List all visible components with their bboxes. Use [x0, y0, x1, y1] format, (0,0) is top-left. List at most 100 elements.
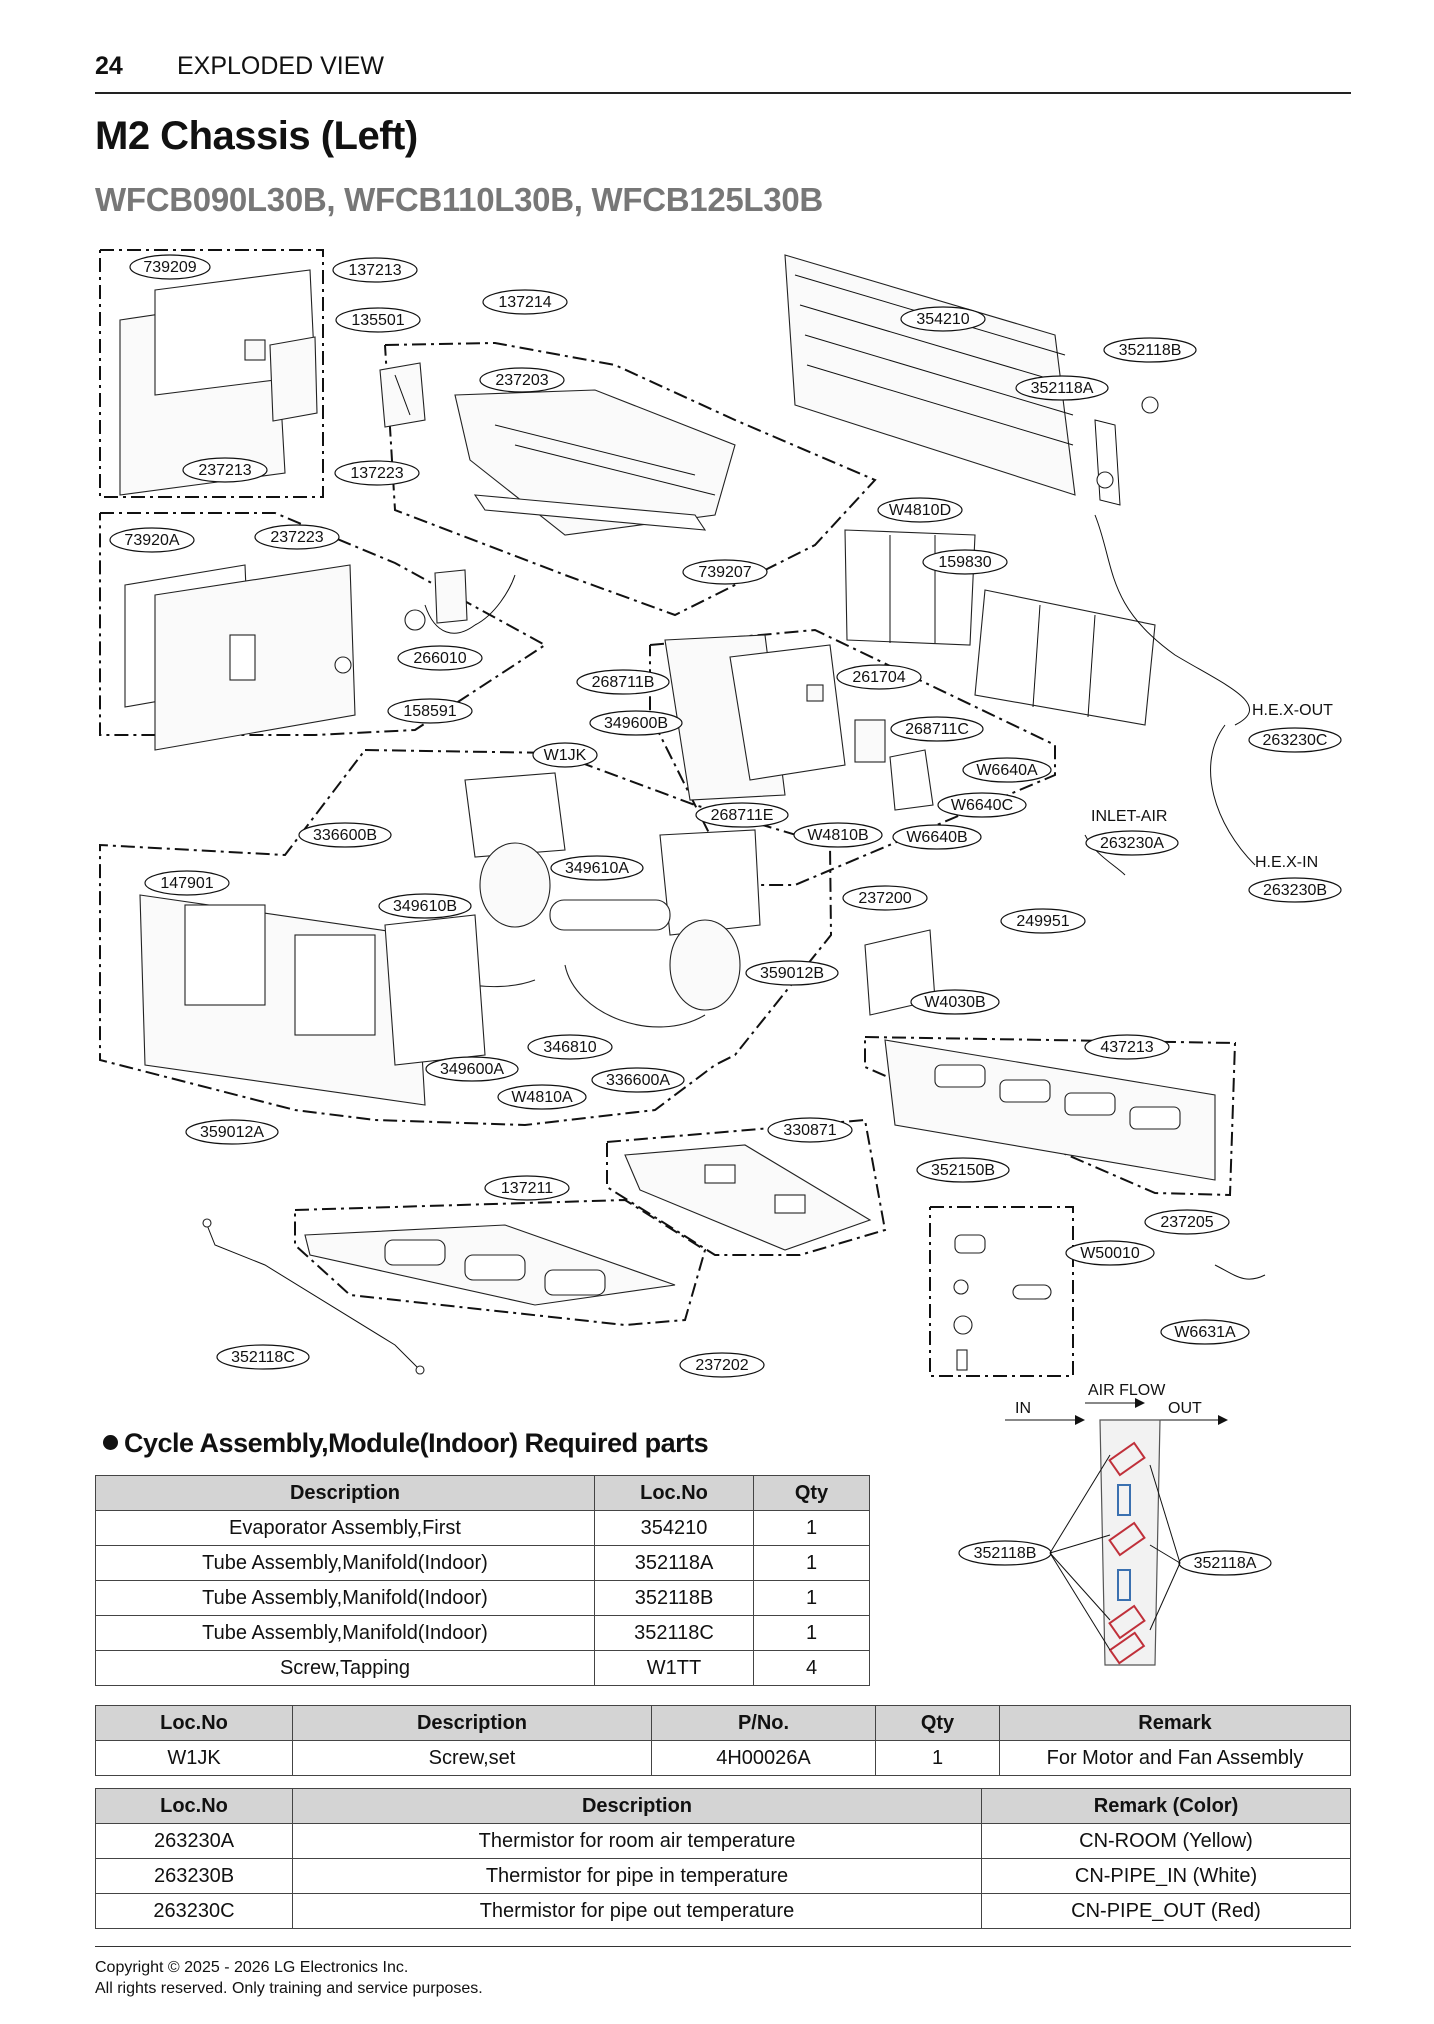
- part-label: 352118A: [1015, 375, 1109, 401]
- group-outline: [294, 1198, 707, 1327]
- part-label: 268711B: [576, 669, 670, 695]
- part-label: 349610A: [550, 855, 644, 881]
- part-label: W6640C: [937, 792, 1027, 818]
- manifold-detail: IN OUT 352118B 352118A: [930, 1395, 1370, 1685]
- svg-text:352118B: 352118B: [1119, 342, 1182, 359]
- column-header: Description: [292, 1705, 652, 1741]
- table-cell: Tube Assembly,Manifold(Indoor): [95, 1545, 595, 1581]
- svg-text:359012B: 359012B: [760, 965, 824, 982]
- svg-text:268711B: 268711B: [592, 674, 655, 691]
- pcb-bracket: [379, 362, 426, 428]
- svg-text:W6631A: W6631A: [1174, 1324, 1236, 1341]
- group-outline: [99, 512, 547, 736]
- part-label: 237213: [182, 457, 268, 483]
- table-cell: Thermistor for pipe in temperature: [292, 1858, 982, 1894]
- svg-text:249951: 249951: [1016, 913, 1069, 930]
- manifold-b-label: 352118B: [958, 1540, 1052, 1566]
- blower-assembly: [404, 772, 761, 1028]
- manifold-tube: [202, 1218, 425, 1375]
- table-cell: Tube Assembly,Manifold(Indoor): [95, 1615, 595, 1651]
- table-cell: Tube Assembly,Manifold(Indoor): [95, 1580, 595, 1616]
- svg-text:W6640C: W6640C: [951, 797, 1013, 814]
- screw-table: Loc.No Description P/No. Qty Remark W1JK…: [95, 1705, 1351, 1776]
- part-label: 330871: [767, 1117, 853, 1143]
- svg-text:359012A: 359012A: [200, 1124, 264, 1141]
- thermistor-table: Loc.No Description Remark (Color) 263230…: [95, 1788, 1351, 1929]
- table-cell: 352118C: [594, 1615, 754, 1651]
- drain-cover: [884, 1039, 1216, 1181]
- hardware-kit: [953, 1234, 1052, 1371]
- inlet-air-label: INLET-AIR: [1091, 808, 1167, 825]
- part-label: W6631A: [1160, 1319, 1250, 1345]
- diagram-svg: 739209 137213 135501 237213 137223 13721…: [99, 249, 1342, 1408]
- hex-out-label: H.E.X-OUT: [1252, 702, 1333, 719]
- svg-text:739209: 739209: [143, 259, 196, 276]
- svg-text:437213: 437213: [1100, 1039, 1153, 1056]
- column-header: Remark (Color): [981, 1788, 1351, 1824]
- table-cell: CN-PIPE_IN (White): [981, 1858, 1351, 1894]
- part-label: 137211: [484, 1175, 570, 1201]
- svg-text:237200: 237200: [858, 890, 911, 907]
- table-cell: Screw,Tapping: [95, 1650, 595, 1686]
- part-label: 237203: [479, 367, 565, 393]
- required-parts-heading: Cycle Assembly,Module(Indoor) Required p…: [103, 1428, 709, 1459]
- table-cell: Thermistor for room air temperature: [292, 1823, 982, 1859]
- page-number: 24: [95, 52, 123, 80]
- table-row: Tube Assembly,Manifold(Indoor) 352118B 1: [95, 1580, 870, 1616]
- side-panel: [124, 564, 356, 751]
- part-label: 263230C: [1248, 727, 1342, 753]
- svg-text:352118C: 352118C: [231, 1349, 295, 1366]
- table-row: 263230B Thermistor for pipe in temperatu…: [95, 1858, 1351, 1894]
- column-header: Loc.No: [95, 1788, 293, 1824]
- out-label: OUT: [1168, 1400, 1202, 1417]
- svg-text:158591: 158591: [403, 703, 456, 720]
- group-outline: [606, 1118, 887, 1256]
- group-outline: [864, 1036, 1237, 1197]
- svg-text:352118A: 352118A: [1031, 380, 1094, 397]
- table-row: 263230A Thermistor for room air temperat…: [95, 1823, 1351, 1859]
- evaporator: [784, 254, 1159, 506]
- table-cell: 354210: [594, 1510, 754, 1546]
- column-header: Qty: [875, 1705, 1000, 1741]
- svg-text:268711C: 268711C: [905, 721, 969, 738]
- svg-text:W4810D: W4810D: [889, 502, 951, 519]
- column-header: Loc.No: [594, 1475, 754, 1511]
- table-header-row: Description Loc.No Qty: [95, 1475, 870, 1511]
- part-label: 73920A: [109, 527, 195, 553]
- table-cell: 1: [753, 1615, 870, 1651]
- part-label: 336600B: [298, 822, 392, 848]
- svg-text:354210: 354210: [916, 311, 969, 328]
- required-parts-title: Cycle Assembly,Module(Indoor) Required p…: [124, 1428, 709, 1458]
- part-label: 237202: [679, 1352, 765, 1378]
- top-plate: [454, 389, 736, 536]
- part-label: 159830: [922, 549, 1008, 575]
- part-label: 237223: [254, 524, 340, 550]
- manifold-a-label: 352118A: [1178, 1550, 1272, 1576]
- part-label: 268711C: [890, 716, 984, 742]
- part-label: W1JK: [532, 742, 598, 768]
- svg-text:739207: 739207: [698, 564, 751, 581]
- part-label: 147901: [144, 870, 230, 896]
- part-label: 349600A: [425, 1056, 519, 1082]
- part-label: 336600A: [591, 1067, 685, 1093]
- part-label: 352150B: [916, 1157, 1010, 1183]
- required-parts-table: Description Loc.No Qty Evaporator Assemb…: [95, 1475, 870, 1686]
- column-header: Loc.No: [95, 1705, 293, 1741]
- svg-text:263230A: 263230A: [1100, 835, 1164, 852]
- part-label: W6640B: [892, 824, 982, 850]
- table-cell: Evaporator Assembly,First: [95, 1510, 595, 1546]
- table-cell: W1JK: [95, 1740, 293, 1776]
- part-label: 359012B: [745, 960, 839, 986]
- group-outline: [929, 1206, 1074, 1377]
- table-cell: 1: [753, 1580, 870, 1616]
- part-label: 739207: [682, 559, 768, 585]
- column-header: P/No.: [651, 1705, 876, 1741]
- drain-pan: [624, 1144, 872, 1251]
- footer-divider: [95, 1946, 1351, 1947]
- table-cell: CN-PIPE_OUT (Red): [981, 1893, 1351, 1929]
- part-label: W4810A: [497, 1084, 587, 1110]
- svg-text:349600B: 349600B: [604, 715, 668, 732]
- part-label: 263230B: [1248, 877, 1342, 903]
- in-label: IN: [1015, 1400, 1031, 1417]
- svg-text:263230C: 263230C: [1263, 732, 1328, 749]
